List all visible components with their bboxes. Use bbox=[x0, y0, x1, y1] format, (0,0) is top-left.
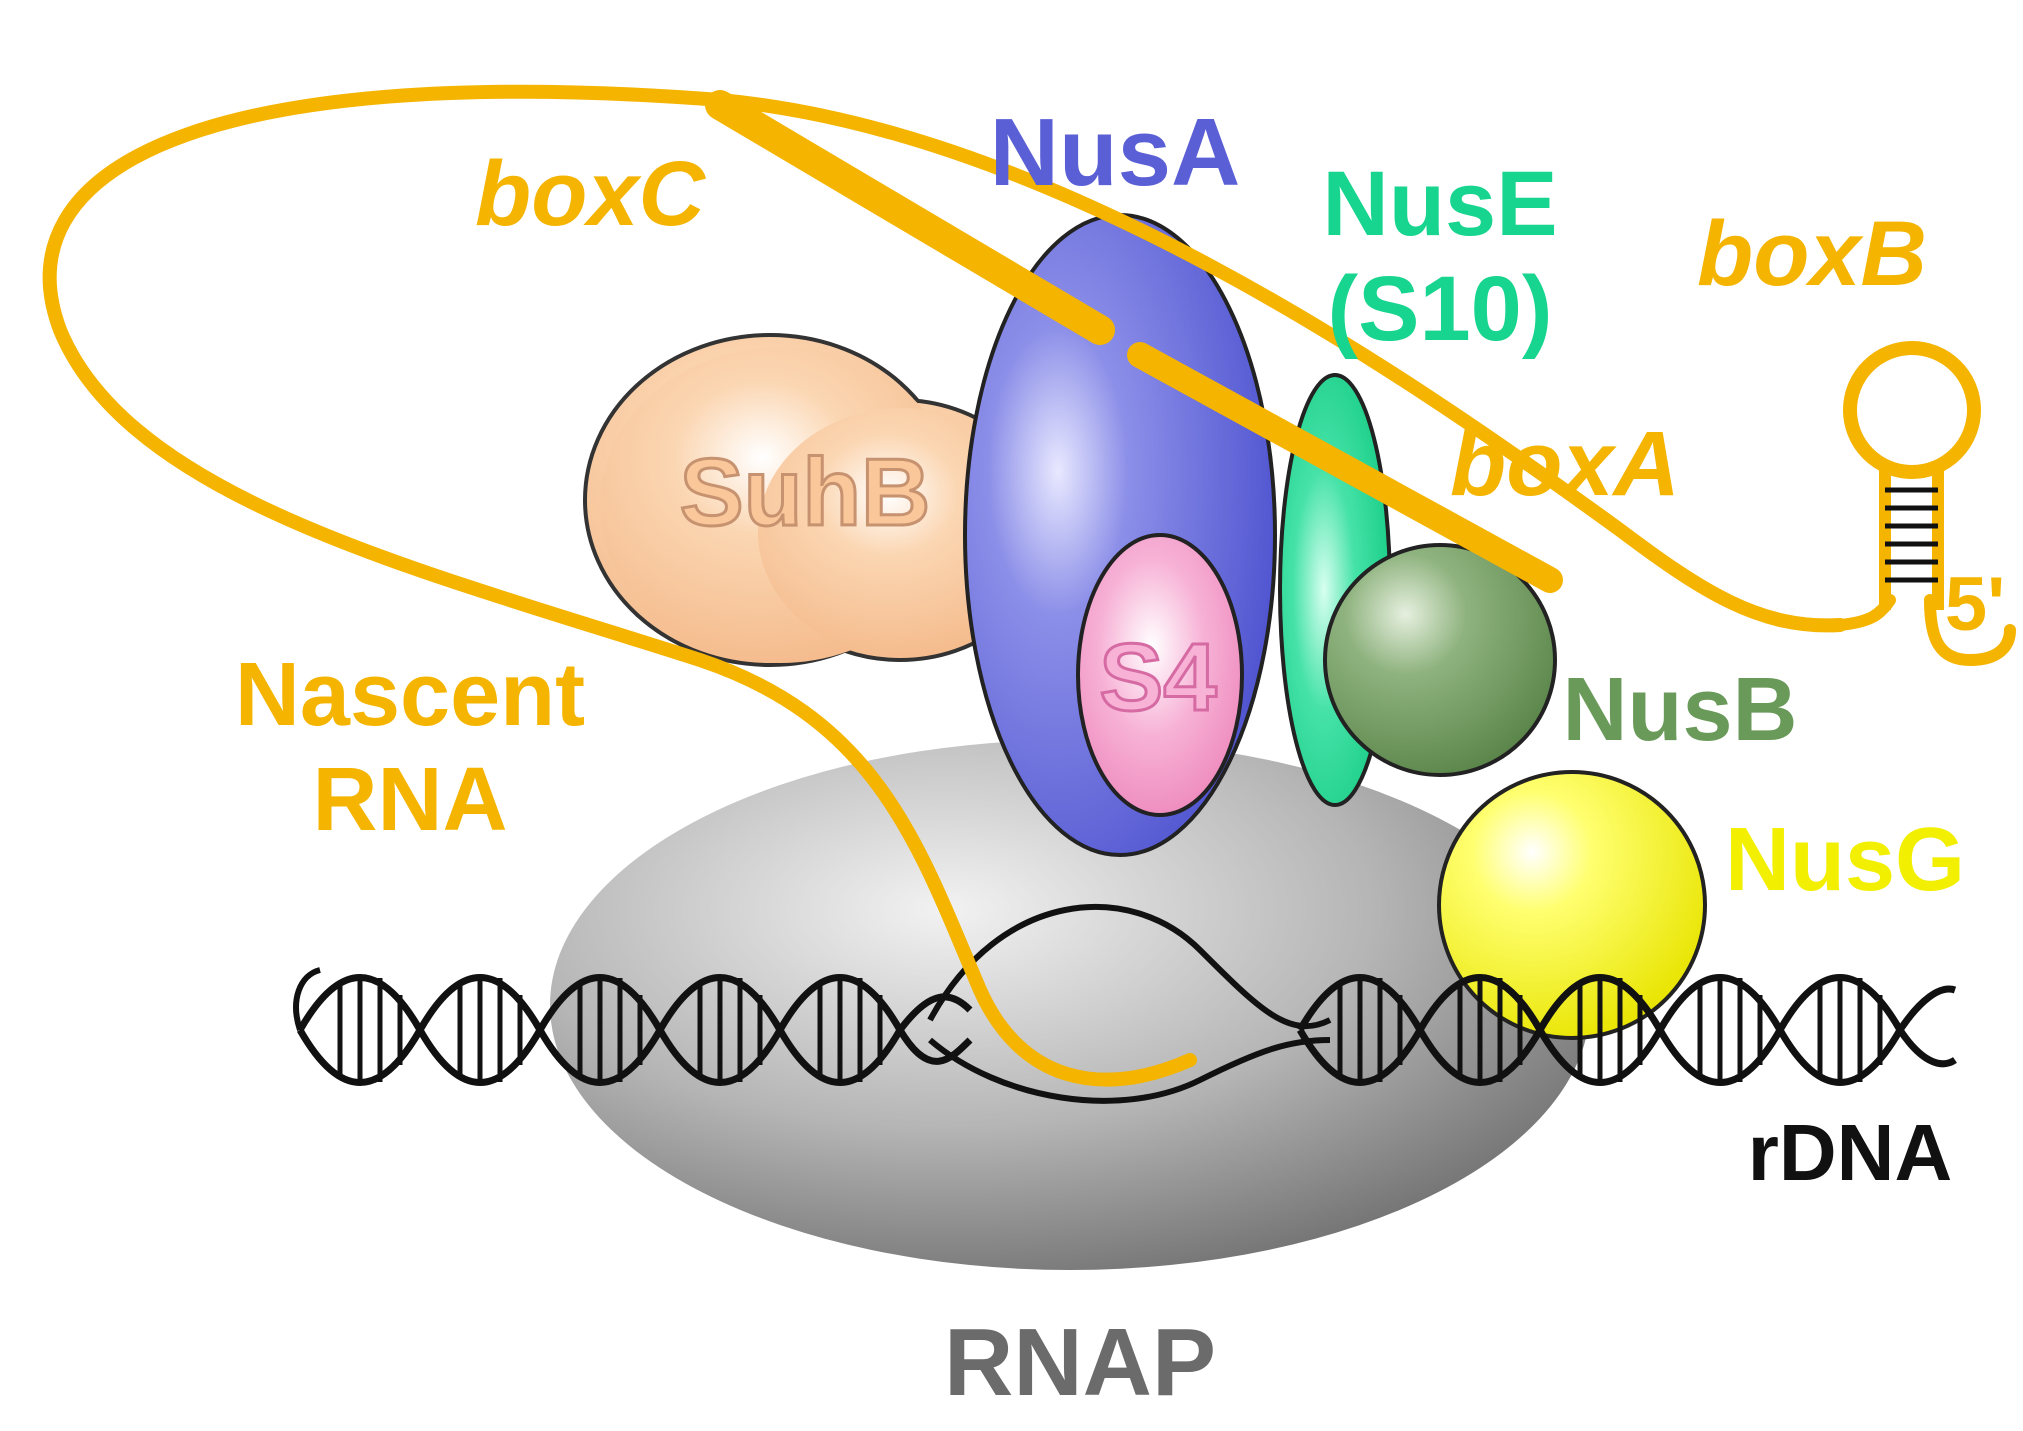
nascent-rna-label-line1: Nascent bbox=[235, 645, 585, 745]
boxa-label: boxA bbox=[1450, 413, 1680, 515]
rdna-helix bbox=[293, 967, 1957, 1086]
boxc-label: boxC bbox=[475, 143, 707, 245]
nascent-rna bbox=[42, 84, 2016, 1087]
nuse-label-line2: (S10) bbox=[1328, 258, 1553, 360]
five-prime-label: 5' bbox=[1945, 562, 2005, 647]
boxb-label: boxB bbox=[1697, 203, 1927, 305]
nusb-protein bbox=[1323, 543, 1557, 777]
nascent-rna-label-line2: RNA bbox=[313, 750, 508, 850]
nusg-label: NusG bbox=[1725, 810, 1965, 910]
boxb-stem-loop bbox=[1843, 341, 1981, 610]
rnap-label: RNAP bbox=[944, 1309, 1216, 1416]
s4-label: S4 bbox=[1099, 624, 1216, 731]
nuse-label-line1: NusE bbox=[1322, 153, 1557, 255]
rnap-ellipse bbox=[550, 740, 1590, 1270]
dna-bubble-strand bbox=[927, 903, 1332, 1030]
nusg-protein bbox=[1437, 770, 1707, 1040]
dna-bubble-strand-lower bbox=[928, 1037, 1331, 1104]
rdna-rungs bbox=[337, 975, 1883, 1085]
rdna-label: rDNA bbox=[1748, 1108, 1952, 1197]
s4-protein bbox=[1076, 533, 1244, 817]
suhb-label: SuhB bbox=[680, 439, 931, 546]
nusa-label: NusA bbox=[990, 99, 1241, 206]
nusb-label: NusB bbox=[1562, 660, 1797, 760]
